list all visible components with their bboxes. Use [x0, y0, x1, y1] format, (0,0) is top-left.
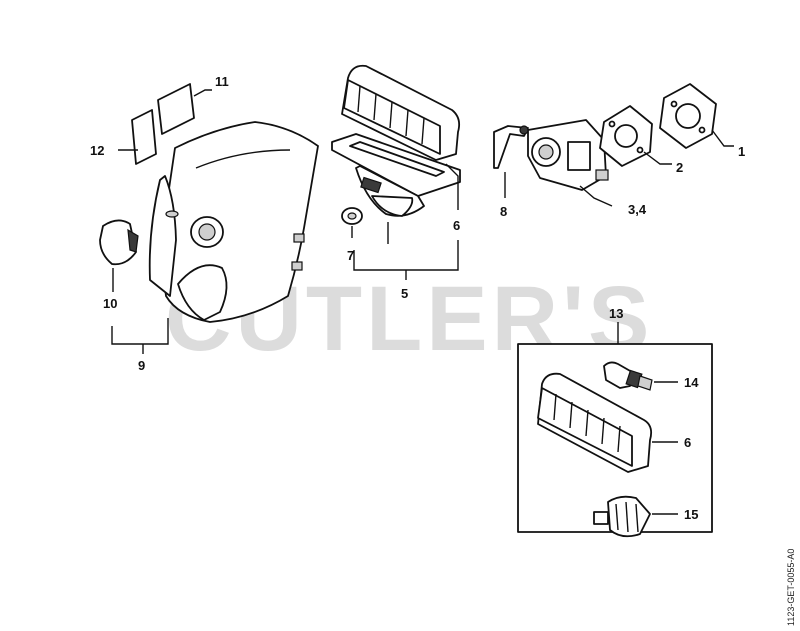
callout-14: 14 [684, 375, 699, 390]
insulator-gasket-illustration [659, 83, 734, 149]
callout-15: 15 [684, 507, 698, 522]
callout-10: 10 [103, 296, 117, 311]
callout-13: 13 [609, 306, 623, 321]
choke-knob-illustration [99, 219, 139, 292]
callout-3-4: 3,4 [628, 202, 647, 217]
callout-11: 11 [215, 74, 229, 89]
air-filter-top-illustration [341, 64, 461, 210]
callout-6-kit: 6 [684, 435, 691, 450]
document-id: 1123-GET-0055-A0 [786, 549, 796, 626]
callout-6-top: 6 [453, 218, 460, 233]
callout-12: 12 [90, 143, 104, 158]
gasket-illustration [599, 105, 672, 167]
sticker-parts-illustration [118, 83, 212, 165]
callout-5: 5 [401, 286, 408, 301]
filter-base-illustration [331, 133, 461, 280]
nut-illustration [341, 207, 363, 238]
fuel-filter-illustration [593, 495, 678, 538]
callout-7: 7 [347, 248, 354, 263]
spark-plug-illustration [603, 361, 678, 391]
carburetor-illustration [519, 119, 613, 207]
callout-9: 9 [138, 358, 145, 373]
wrench-illustration [493, 125, 529, 198]
air-filter-kit-illustration [537, 372, 678, 473]
shroud-cover-illustration [111, 121, 319, 354]
callout-2: 2 [676, 160, 683, 175]
callout-8: 8 [500, 204, 507, 219]
callout-1: 1 [738, 144, 745, 159]
